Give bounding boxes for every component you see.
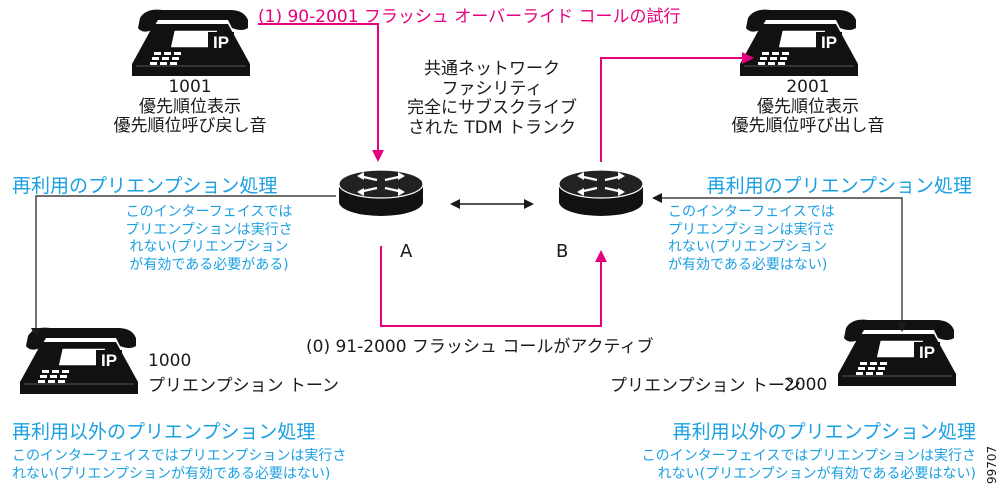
reuse-left-line: プリエンプションは実行さ: [125, 221, 293, 238]
reuse-right-heading: 再利用のプリエンプション処理: [706, 175, 972, 197]
call-attempt-path-right: [600, 52, 754, 162]
phone-2001-badge: IP: [821, 33, 837, 52]
nonreuse-right-desc: このインターフェイスではプリエンプションは実行さ れない(プリエンプションが有効…: [570, 448, 976, 483]
phone-1001-line: 優先順位表示: [139, 96, 241, 117]
nonreuse-left-line: れない(プリエンプションが有効である必要はない): [12, 465, 331, 482]
nonreuse-right-heading: 再利用以外のプリエンプション処理: [672, 421, 976, 443]
reuse-right-line: れない(プリエンプション: [668, 239, 828, 255]
phone-2001-number: 2001: [786, 77, 830, 97]
nonreuse-right-line: れない(プリエンプションが有効である必要はない): [657, 465, 976, 482]
call-attempt-path-left: [258, 23, 384, 162]
reuse-left-desc: このインターフェイスでは プリエンプションは実行さ れない(プリエンプション が…: [98, 204, 320, 274]
phone-2001-icon: IP: [739, 8, 859, 77]
phone-2001-line: 優先順位呼び出し音: [731, 116, 885, 137]
nonreuse-left-line: このインターフェイスではプリエンプションは実行さ: [12, 448, 347, 464]
preemption-path-left: [31, 195, 336, 338]
phone-1001-badge: IP: [213, 33, 229, 52]
reuse-left-heading: 再利用のプリエンプション処理: [12, 175, 278, 197]
phone-1001-number: 1001: [168, 77, 212, 97]
network-label-line: 完全にサブスクライブ: [407, 98, 577, 119]
reuse-right-desc: このインターフェイスでは プリエンプションは実行さ れない(プリエンプション が…: [668, 204, 898, 274]
reuse-right-line: が有効である必要はない): [668, 256, 828, 273]
phone-1000-tone: プリエンプション トーン: [148, 376, 340, 396]
network-label-line: ファシリティ: [441, 78, 543, 99]
network-label-line: 共通ネットワーク: [424, 59, 560, 79]
router-a-icon: [337, 168, 425, 218]
preemption-path-right: [652, 193, 907, 332]
router-a-label: A: [400, 241, 413, 262]
phone-2000-tone: プリエンプション トーン: [610, 376, 802, 396]
router-b-label: B: [556, 241, 569, 262]
nonreuse-left-desc: このインターフェイスではプリエンプションは実行さ れない(プリエンプションが有効…: [12, 448, 346, 483]
phone-1001-info: 1001 優先順位表示 優先順位呼び戻し音: [70, 77, 310, 137]
phone-2000-badge: IP: [919, 343, 935, 362]
nonreuse-left-heading: 再利用以外のプリエンプション処理: [12, 421, 316, 443]
active-call-label: (0) 91-2000 フラッシュ コールがアクティブ: [306, 337, 654, 357]
phone-1000-number: 1000: [148, 351, 192, 371]
reuse-left-line: が有効である必要がある): [129, 256, 289, 273]
phone-2000-icon: IP: [837, 318, 957, 387]
phone-1001-line: 優先順位呼び戻し音: [113, 116, 267, 137]
reuse-right-line: このインターフェイスでは: [668, 204, 835, 220]
reuse-left-line: このインターフェイスでは: [125, 204, 293, 220]
phone-2001-line: 優先順位表示: [757, 96, 859, 117]
router-b-icon: [557, 168, 645, 218]
network-label: 共通ネットワーク ファシリティ 完全にサブスクライブ された TDM トランク: [402, 59, 582, 138]
figure-id: 99707: [985, 445, 999, 484]
nonreuse-right-line: このインターフェイスではプリエンプションは実行さ: [641, 448, 976, 464]
call-attempt-label: (1) 90-2001 フラッシュ オーバーライド コールの試行: [258, 7, 681, 27]
phone-2001-info: 2001 優先順位表示 優先順位呼び出し音: [688, 77, 928, 137]
phone-2000-number: 2000: [784, 375, 828, 395]
network-label-line: された TDM トランク: [408, 117, 576, 138]
phone-1000-badge: IP: [101, 351, 117, 370]
reuse-right-line: プリエンプションは実行さ: [668, 221, 836, 238]
reuse-left-line: れない(プリエンプション: [129, 239, 289, 255]
phone-1000-icon: IP: [19, 326, 139, 395]
active-call-path: [380, 246, 607, 327]
phone-1001-icon: IP: [131, 8, 251, 77]
